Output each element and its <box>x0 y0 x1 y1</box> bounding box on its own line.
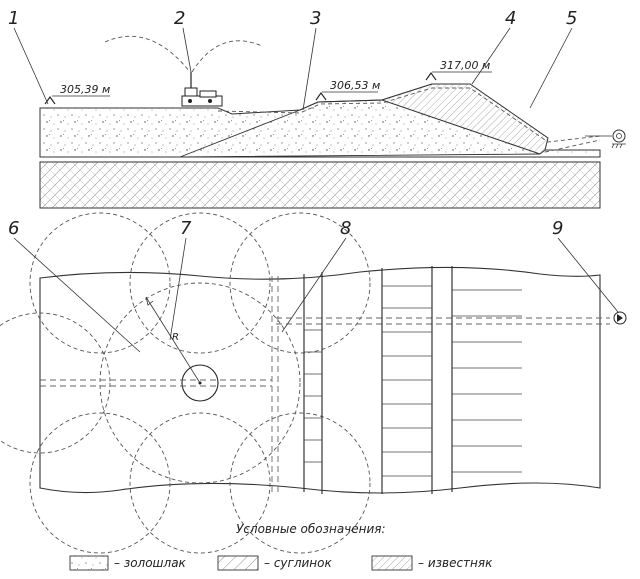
callout-4: 4 <box>505 8 516 29</box>
legend-label-loam: – суглинок <box>264 556 332 570</box>
loam-wedge <box>179 99 541 158</box>
legend-title: Условные обозначения: <box>236 522 386 536</box>
callout-3: 3 <box>310 8 321 29</box>
plan-view: R <box>0 212 627 554</box>
elevation-mark-middle: 306,53 м <box>315 79 380 101</box>
dredge-icon <box>181 72 223 107</box>
legend-label-limestone: – известняк <box>418 556 493 570</box>
svg-text:306,53 м: 306,53 м <box>330 79 380 92</box>
legend-label-ash-slag: – золошлак <box>114 556 187 570</box>
elevation-mark-left: 305,39 м <box>44 83 110 105</box>
limestone-screen <box>380 83 549 155</box>
radius-label: R <box>172 332 179 343</box>
callout-8: 8 <box>340 218 351 239</box>
cross-section: 305,39 м 306,53 м 317,00 м 1 2 3 4 5 <box>8 8 626 209</box>
svg-text:305,39 м: 305,39 м <box>60 83 110 96</box>
bedrock-layer <box>39 161 601 209</box>
coverage-circles <box>0 212 371 554</box>
legend: Условные обозначения: – золошлак – сугли… <box>69 522 493 571</box>
bench-ticks <box>304 285 522 477</box>
legend-swatch-limestone <box>371 555 413 571</box>
callout-1: 1 <box>8 8 19 29</box>
svg-text:317,00 м: 317,00 м <box>440 59 490 72</box>
callout-9: 9 <box>552 218 563 239</box>
callout-6: 6 <box>8 218 19 239</box>
callout-5: 5 <box>566 8 577 29</box>
legend-swatch-ash-slag <box>69 555 109 571</box>
legend-swatch-loam <box>217 555 259 571</box>
callout-7: 7 <box>180 218 192 239</box>
pump-icon <box>612 129 626 143</box>
callout-2: 2 <box>174 8 185 29</box>
elevation-mark-top: 317,00 м <box>425 59 492 81</box>
